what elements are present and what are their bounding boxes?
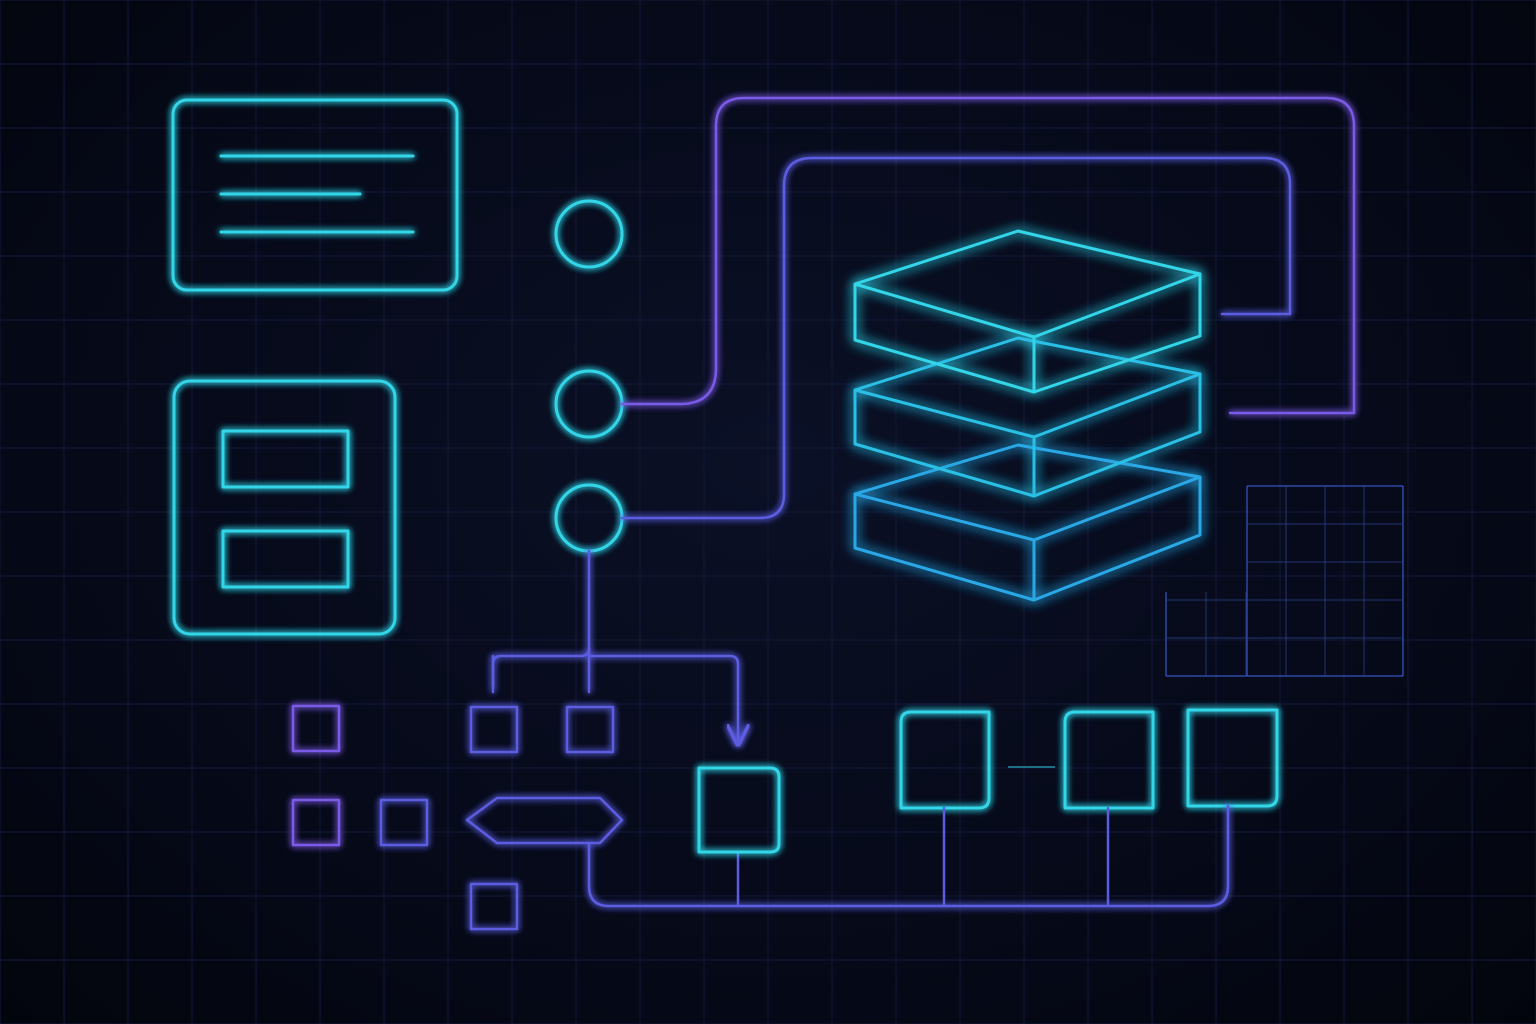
document-card[interactable]: [171, 98, 459, 292]
form-card[interactable]: [172, 379, 397, 636]
output-box-1[interactable]: [899, 710, 991, 810]
input-fields-icon: [221, 429, 350, 589]
output-box-3[interactable]: [1186, 708, 1279, 808]
small-square-f[interactable]: [469, 882, 519, 931]
decision-hexagon[interactable]: [465, 796, 624, 845]
branch-tree: [491, 549, 738, 744]
small-square-e[interactable]: [379, 798, 429, 847]
grid-icon: [1165, 485, 1404, 677]
loop-connector-outer: [620, 96, 1356, 415]
small-square-a[interactable]: [469, 705, 519, 754]
process-box[interactable]: [697, 766, 781, 854]
node-circle-1[interactable]: [554, 199, 624, 269]
database-stack[interactable]: [853, 229, 1202, 602]
text-lines-icon: [219, 154, 415, 234]
small-square-d[interactable]: [291, 798, 341, 847]
bottom-bus-connector: [587, 804, 1230, 908]
node-circle-3[interactable]: [554, 483, 624, 553]
node-circle-2[interactable]: [554, 369, 624, 439]
small-square-c[interactable]: [291, 704, 341, 753]
small-square-b[interactable]: [565, 705, 615, 754]
loop-connector-inner: [620, 156, 1292, 520]
output-box-2[interactable]: [1063, 710, 1155, 810]
grid-panel: [1165, 485, 1404, 677]
layered-stack-icon: [853, 229, 1202, 602]
